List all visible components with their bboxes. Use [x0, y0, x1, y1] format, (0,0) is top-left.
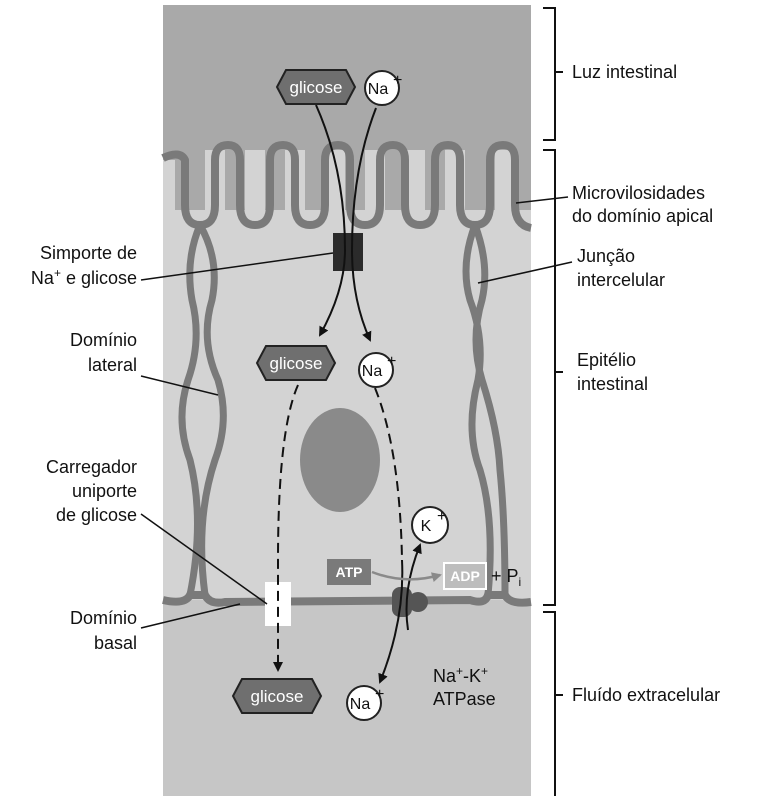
- adp-chip: ADP: [444, 563, 486, 589]
- label-lumen: Luz intestinal: [572, 62, 677, 82]
- k-ion-cell: K +: [412, 507, 448, 543]
- label-junction-1: Junção: [577, 246, 635, 266]
- na-glucose-symporter: [333, 233, 363, 271]
- svg-text:glicose: glicose: [290, 78, 343, 97]
- glucose-extracellular: glicose: [233, 679, 321, 713]
- na-k-atpase-label-line2: ATPase: [433, 689, 496, 709]
- svg-text:Na: Na: [362, 363, 383, 380]
- svg-text:+: +: [437, 508, 446, 525]
- svg-text:+: +: [393, 72, 402, 89]
- svg-text:Na: Na: [368, 81, 389, 98]
- bracket-lumen: [543, 8, 563, 140]
- label-epithelium-2: intestinal: [577, 374, 648, 394]
- label-uniporter-2: uniporte: [72, 481, 137, 501]
- svg-text:glicose: glicose: [251, 687, 304, 706]
- label-epithelium-1: Epitélio: [577, 350, 636, 370]
- plus-pi-label: + Pi: [491, 566, 521, 589]
- svg-text:ATP: ATP: [336, 564, 363, 580]
- svg-text:K: K: [421, 518, 432, 535]
- label-uniporter-1: Carregador: [46, 457, 137, 477]
- glucose-uniporter: [265, 582, 291, 626]
- label-uniporter-3: de glicose: [56, 505, 137, 525]
- label-junction-2: intercelular: [577, 270, 665, 290]
- svg-text:Na: Na: [350, 696, 371, 713]
- svg-text:glicose: glicose: [270, 354, 323, 373]
- glucose-cell: glicose: [257, 346, 335, 380]
- bracket-epithelium: [543, 150, 563, 605]
- atp-chip: ATP: [327, 559, 371, 585]
- label-lateral-2: lateral: [88, 355, 137, 375]
- glucose-lumen: glicose: [277, 70, 355, 104]
- label-lateral-1: Domínio: [70, 330, 137, 350]
- label-basal-2: basal: [94, 633, 137, 653]
- nucleus: [300, 408, 380, 512]
- label-symporter-2: Na+ e glicose: [31, 266, 137, 288]
- label-symporter-1: Simporte de: [40, 243, 137, 263]
- svg-text:+: +: [375, 686, 384, 703]
- svg-text:+: +: [387, 353, 396, 370]
- label-basal-1: Domínio: [70, 608, 137, 628]
- label-microvilli-1: Microvilosidades: [572, 183, 705, 203]
- svg-text:ADP: ADP: [450, 568, 480, 584]
- bracket-extracellular: [543, 612, 563, 796]
- label-extracellular: Fluído extracelular: [572, 685, 720, 705]
- label-microvilli-2: do domínio apical: [572, 206, 713, 226]
